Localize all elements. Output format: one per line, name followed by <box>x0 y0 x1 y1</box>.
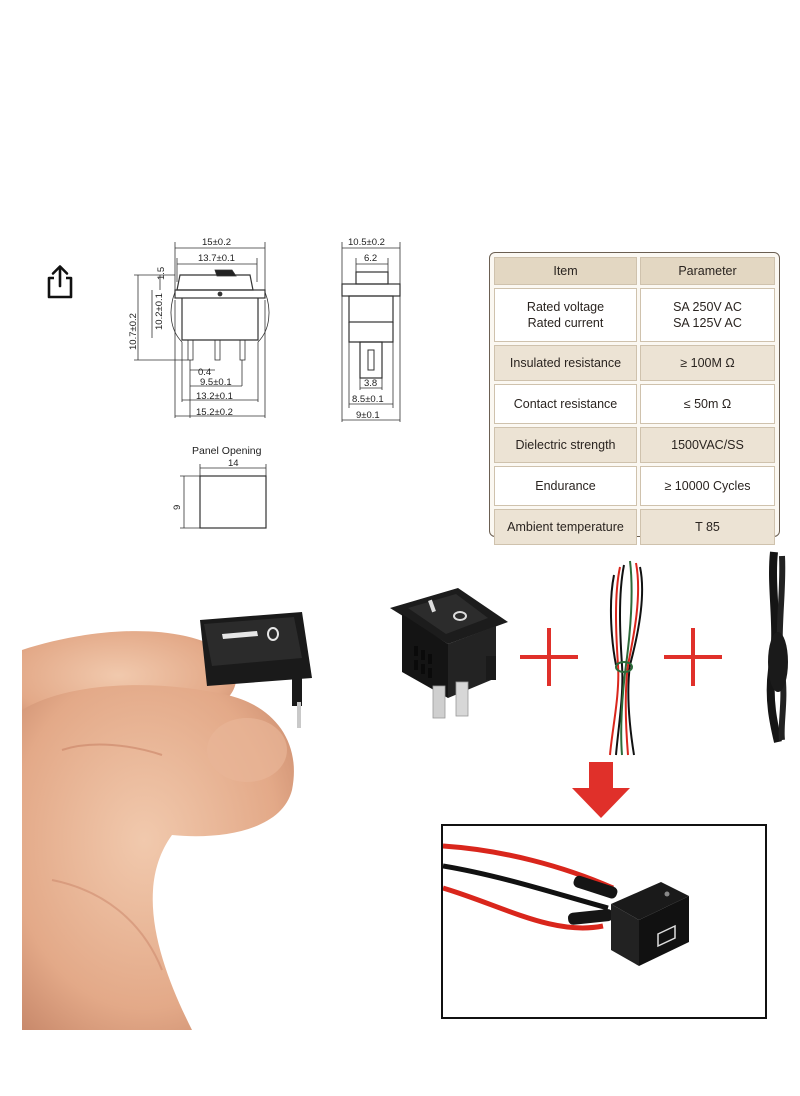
table-row-value: ≤ 50m Ω <box>640 384 775 424</box>
rocker-switch-photo <box>390 588 508 719</box>
table-row-item: Dielectric strength <box>494 427 637 463</box>
dim-front-rocker-width: 13.7±0.1 <box>198 253 235 264</box>
table-row-value: ≥ 100M Ω <box>640 345 775 381</box>
dim-side-base-width: 9±0.1 <box>356 410 380 421</box>
table-row-item: Rated voltage Rated current <box>494 288 637 342</box>
plus-icon <box>664 628 722 686</box>
dim-side-width-top: 10.5±0.2 <box>348 237 385 248</box>
table-row-item: Insulated resistance <box>494 345 637 381</box>
table-row-value: T 85 <box>640 509 775 545</box>
table-row-item: Contact resistance <box>494 384 637 424</box>
dim-side-pin-width: 3.8 <box>364 378 377 389</box>
dim-front-height-total: 10.7±0.2 <box>128 313 139 350</box>
share-icon[interactable] <box>44 264 76 300</box>
panel-opening-width: 14 <box>228 458 239 469</box>
dim-side-body-width: 8.5±0.1 <box>352 394 384 405</box>
dimension-drawing: 15±0.2 13.7±0.1 1.5 10.7±0.2 10.2±0.1 0.… <box>128 237 401 529</box>
panel-opening-title: Panel Opening <box>192 445 262 457</box>
hand-holding-switch-photo <box>22 612 312 1030</box>
table-header-parameter: Parameter <box>640 257 775 285</box>
dim-front-width-top: 15±0.2 <box>202 237 231 248</box>
assembled-switch-photo <box>442 843 689 966</box>
dim-front-base-width: 15.2±0.2 <box>196 407 233 418</box>
assembled-switch-frame <box>441 824 767 1019</box>
dim-front-rocker-height: 1.5 <box>156 267 167 280</box>
dim-front-pin-pitch: 9.5±0.1 <box>200 377 232 388</box>
table-row-value: 1500VAC/SS <box>640 427 775 463</box>
dim-side-rocker-width: 6.2 <box>364 253 377 264</box>
spec-table: Item Parameter Rated voltage Rated curre… <box>489 252 780 545</box>
table-row-value: ≥ 10000 Cycles <box>640 466 775 506</box>
down-arrow-icon <box>572 762 630 818</box>
wire-bundle-photo <box>609 560 644 756</box>
dim-front-body-width: 13.2±0.1 <box>196 391 233 402</box>
plus-icon <box>520 628 578 686</box>
heat-shrink-tube-photo <box>766 551 788 743</box>
table-row-item: Endurance <box>494 466 637 506</box>
table-header-item: Item <box>494 257 637 285</box>
dim-front-pin-offset: 0.4 <box>198 367 211 378</box>
panel-opening-height: 9 <box>172 505 183 510</box>
table-row-item: Ambient temperature <box>494 509 637 545</box>
dim-front-height-body: 10.2±0.1 <box>154 293 165 330</box>
table-row-value: SA 250V AC SA 125V AC <box>640 288 775 342</box>
